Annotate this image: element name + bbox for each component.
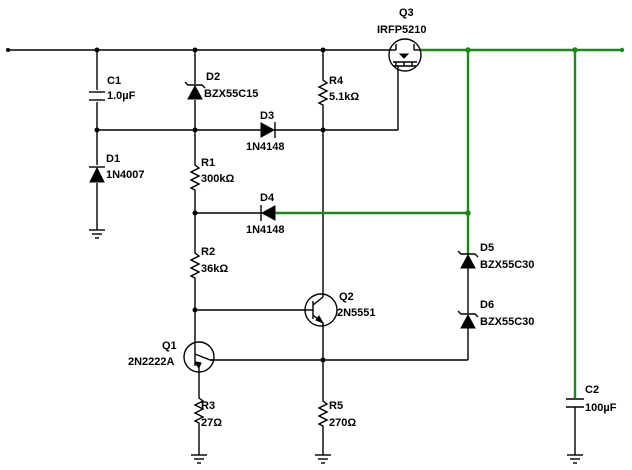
ground-symbol [191,454,207,464]
ground-symbol [567,454,583,464]
r3-ref: R3 [201,400,215,412]
c1-value: 1.0µF [107,90,136,102]
r4-value: 5.1kΩ [329,91,359,103]
resistor-r1 [189,162,201,192]
q3-value: IRFP5210 [377,24,427,36]
d1-value: 1N4007 [106,169,145,181]
d3-value: 1N4148 [246,141,285,153]
zener-d2 [184,81,206,100]
q2-ref: Q2 [339,291,354,303]
d4-ref: D4 [260,192,275,204]
q3-ref: Q3 [399,7,414,19]
resistor-r5 [317,398,329,428]
transistor-q2 [304,290,338,327]
r4-ref: R4 [329,75,344,87]
mosfet-q3 [388,38,422,72]
q2-value: 2N5551 [337,307,376,319]
r5-value: 270Ω [329,417,356,429]
r3-value: 27Ω [201,417,222,429]
d4-value: 1N4148 [246,224,285,236]
r1-value: 300kΩ [201,173,234,185]
d1-ref: D1 [106,153,120,165]
d6-ref: D6 [480,299,494,311]
c2-value: 100µF [585,402,617,414]
d2-value: BZX55C15 [204,88,258,100]
output-net [274,48,622,398]
diode-d4 [260,205,276,221]
r1-ref: R1 [201,157,215,169]
resistor-r3 [193,395,205,425]
ground-symbol [89,229,105,239]
d3-ref: D3 [260,110,274,122]
zener-d5 [457,250,479,269]
diode-d1 [89,166,105,183]
q1-value: 2N2222A [128,356,175,368]
transistor-q1 [183,341,215,373]
capacitor-c2 [566,398,584,412]
q1-ref: Q1 [162,340,177,352]
r2-value: 36kΩ [201,263,228,275]
d5-value: BZX55C30 [480,259,534,271]
diode-d3 [260,122,276,138]
d6-value: BZX55C30 [480,316,534,328]
zener-d6 [457,310,479,329]
resistor-r2 [189,250,201,280]
junctions [6,47,625,363]
d5-ref: D5 [480,242,494,254]
resistor-r4 [317,75,329,108]
c1-ref: C1 [107,75,121,87]
d2-ref: D2 [206,71,220,83]
capacitor-c1 [89,91,105,101]
c2-ref: C2 [585,384,599,396]
ground-symbol [315,454,331,464]
r2-ref: R2 [201,246,215,258]
r5-ref: R5 [329,400,343,412]
